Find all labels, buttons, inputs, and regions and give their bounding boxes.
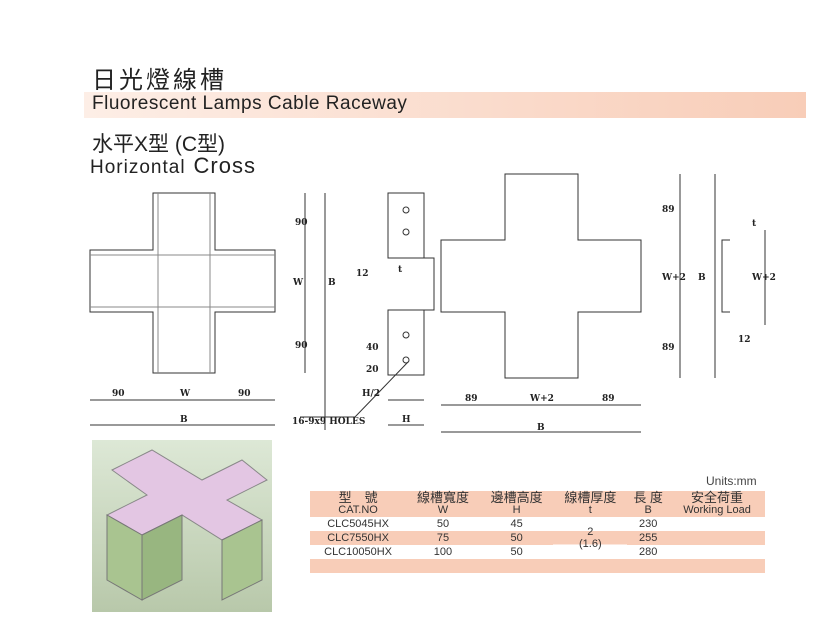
dim: B <box>537 423 545 433</box>
dim: 89 <box>602 394 615 404</box>
title-zh: 日光燈線槽 <box>92 67 227 94</box>
dim: W+2 <box>661 273 686 283</box>
units-label: Units:mm <box>706 474 757 488</box>
dim: 12 <box>738 335 751 345</box>
product-photo <box>92 440 272 612</box>
dim: 90 <box>112 389 125 399</box>
dim: 20 <box>366 365 379 375</box>
dim: 90 <box>295 341 308 351</box>
dim: 89 <box>662 343 675 353</box>
profile-view <box>721 230 766 325</box>
dim: 90 <box>238 389 251 399</box>
dim: t <box>398 265 403 275</box>
thickness-cell: 2(1.6) <box>553 517 628 559</box>
dim: 89 <box>662 205 675 215</box>
type-en-2: Cross <box>193 153 256 178</box>
cross-bottom-view <box>440 173 642 379</box>
dim: B <box>180 415 188 425</box>
dim: H/2 <box>362 389 380 399</box>
dim: W+2 <box>751 273 776 283</box>
type-en-1: Horizontal <box>90 157 186 178</box>
side-view <box>387 192 435 376</box>
technical-drawing: 90 W 90 B 90 W 90 B 12 t 40 20 H/2 H 16-… <box>89 173 776 433</box>
dim: 40 <box>366 343 379 353</box>
dim: W <box>292 278 304 288</box>
dim: 90 <box>295 218 308 228</box>
dim: W+2 <box>529 394 554 404</box>
table-row-empty <box>310 559 765 573</box>
title-band <box>84 92 806 118</box>
type-zh: 水平X型 (C型) <box>92 133 225 156</box>
dim: 12 <box>356 269 369 279</box>
type-en: Horizontal Cross <box>90 153 256 179</box>
dim: t <box>752 219 757 229</box>
dim: B <box>698 273 706 283</box>
dim: B <box>328 278 336 288</box>
cross-raceway-illustration <box>105 449 268 601</box>
cross-top-view <box>89 192 276 374</box>
dim: W <box>179 389 191 399</box>
title-en: Fluorescent Lamps Cable Raceway <box>92 93 408 114</box>
dim: 89 <box>465 394 478 404</box>
dim: 16-9x9 HOLES <box>292 417 365 427</box>
dim: H <box>402 415 411 425</box>
